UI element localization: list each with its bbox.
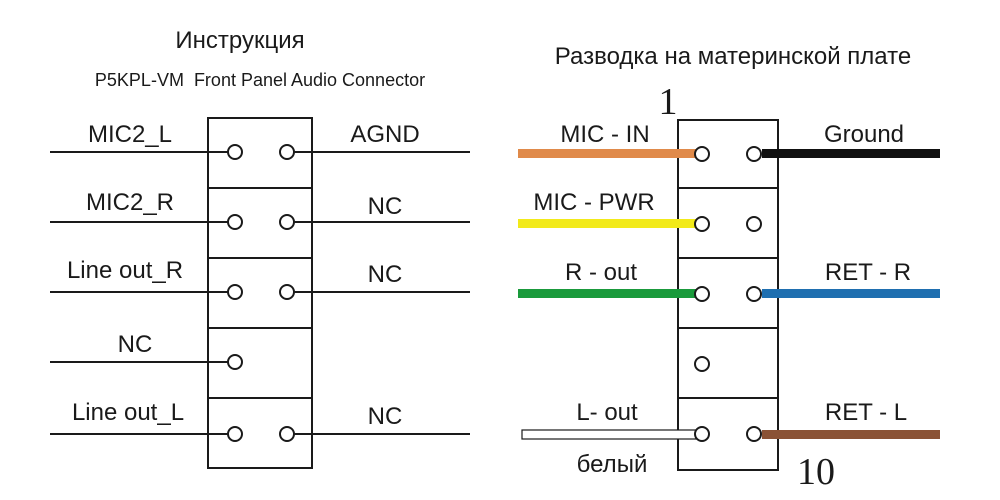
instruction-right-label: NC — [368, 403, 403, 430]
instruction-left-label: Line out_R — [67, 257, 183, 284]
instruction-pin — [279, 284, 295, 300]
instruction-title: Инструкция — [175, 27, 304, 54]
pinout-left-label: L- out — [576, 399, 638, 426]
pinout-right-label: RET - R — [825, 259, 911, 286]
instruction-pin — [279, 144, 295, 160]
instruction-pin — [279, 426, 295, 442]
pin-number-last: 10 — [797, 451, 835, 493]
pinout-pin — [746, 426, 762, 442]
instruction-left-label: MIC2_L — [88, 121, 172, 148]
pinout-left-label: R - out — [565, 259, 637, 286]
wire-ret-r — [762, 289, 940, 298]
wire-l-out — [521, 429, 697, 440]
pinout-pin — [694, 356, 710, 372]
wire-ground — [762, 149, 940, 158]
pin-number-first: 1 — [659, 81, 678, 123]
wire-mic-in — [518, 149, 696, 158]
instruction-pin — [227, 144, 243, 160]
instruction-right-label: NC — [368, 193, 403, 220]
pinout-right-label: RET - L — [825, 399, 907, 426]
pinout-pin — [694, 426, 710, 442]
wire-ret-l — [762, 430, 940, 439]
pinout-left-label: MIC - IN — [560, 121, 649, 148]
pinout-title: Разводка на материнской плате — [555, 43, 911, 70]
instruction-right-label: NC — [368, 261, 403, 288]
instruction-diagram: Инструкция P5KPL-VM Front Panel Audio Co… — [50, 27, 470, 469]
instruction-right-label: AGND — [350, 121, 419, 148]
instruction-pin — [227, 284, 243, 300]
instruction-left-label: NC — [118, 331, 153, 358]
pinout-pin — [746, 216, 762, 232]
pinout-pin — [746, 286, 762, 302]
pinout-right-label: Ground — [824, 121, 904, 148]
instruction-pin — [227, 426, 243, 442]
instruction-pin — [279, 214, 295, 230]
instruction-pin — [227, 214, 243, 230]
instruction-pin — [227, 354, 243, 370]
wire-r-out — [518, 289, 696, 298]
instruction-left-label: Line out_L — [72, 399, 184, 426]
pinout-pin — [746, 146, 762, 162]
pinout-left-label: MIC - PWR — [533, 189, 654, 216]
instruction-left-label: MIC2_R — [86, 189, 174, 216]
pinout-pin — [694, 216, 710, 232]
instruction-subtitle: P5KPL-VM Front Panel Audio Connector — [95, 70, 425, 90]
wire-mic-pwr — [518, 219, 696, 228]
motherboard-pinout-diagram: Разводка на материнской плате 1 10 MIC -… — [518, 43, 940, 493]
white-wire-note: белый — [577, 451, 648, 478]
pinout-pin — [694, 286, 710, 302]
pinout-pin — [694, 146, 710, 162]
